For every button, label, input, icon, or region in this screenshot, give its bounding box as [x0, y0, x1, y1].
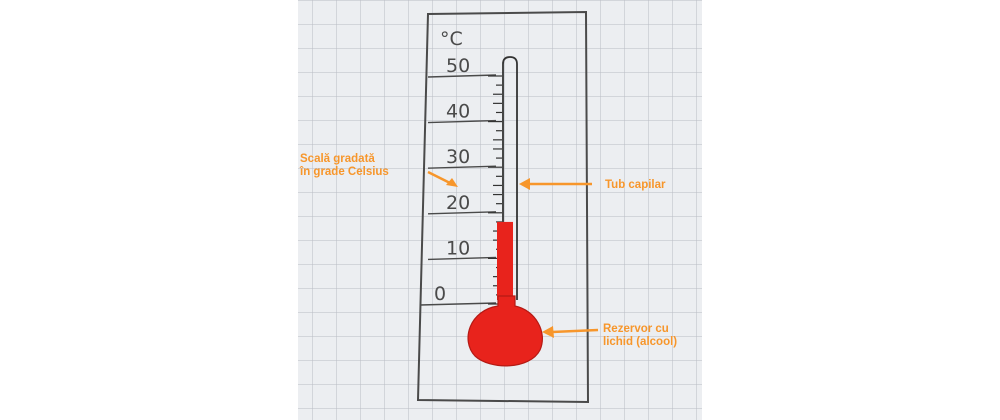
scale-tick-label: 10	[446, 237, 470, 259]
bulb-callout: Rezervor cu lichid (alcool)	[603, 323, 677, 348]
scale-callout-line-2: în grade Celsius	[299, 166, 389, 178]
scale-line	[427, 119, 497, 124]
arrow-bulb	[542, 326, 599, 338]
tube-callout: Tub capilar	[605, 179, 666, 191]
bulb-callout-line-2: lichid (alcool)	[603, 336, 677, 348]
capillary-tube	[502, 56, 518, 300]
scale-line	[427, 211, 497, 215]
scale-tick-label: 50	[446, 55, 470, 77]
arrow-tube	[519, 178, 592, 190]
scale-tick-label: 0	[434, 283, 446, 305]
scale-labels: 50 40 30 20 10 0	[434, 55, 470, 305]
scale-tick-label: 20	[446, 192, 470, 214]
scale-tick-label: 30	[446, 146, 470, 168]
scale-tick-label: 40	[446, 101, 470, 123]
scale-line	[427, 256, 497, 261]
scale-lines	[419, 74, 497, 306]
scale-line	[419, 302, 497, 306]
unit-label: °C	[440, 28, 463, 50]
thermometer-frame	[416, 10, 590, 404]
scale-line	[427, 165, 497, 169]
scale-line	[427, 74, 497, 78]
liquid-column	[497, 221, 513, 300]
scale-callout-line-1: Scală gradată	[300, 153, 375, 165]
scale-callout: Scală gradată în grade Celsius	[299, 153, 389, 178]
arrow-scale	[427, 170, 458, 187]
liquid-reservoir	[467, 295, 543, 367]
bulb-callout-line-1: Rezervor cu	[603, 323, 669, 335]
